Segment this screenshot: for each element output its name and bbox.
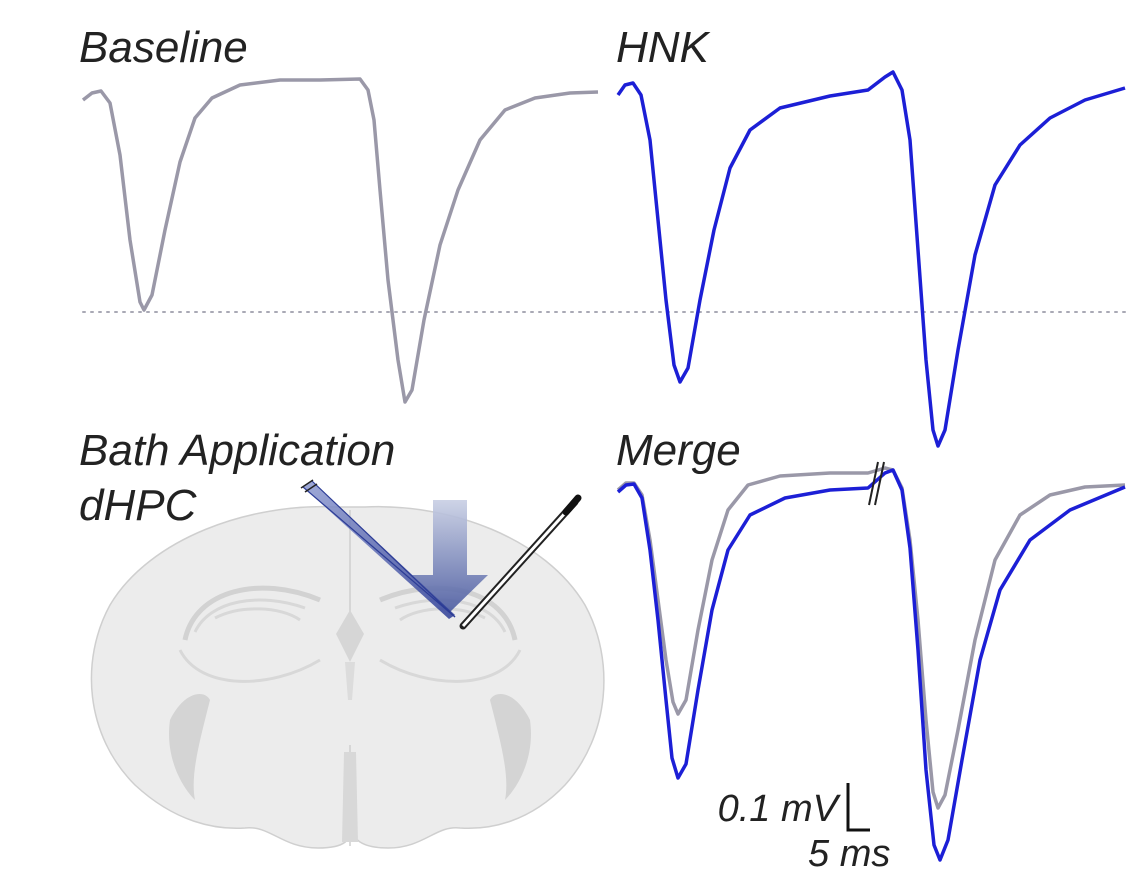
break-marks <box>868 461 885 506</box>
scale-bar-voltage-label: 0.1 mV <box>717 788 838 830</box>
baseline-trace <box>81 77 599 404</box>
scale-bar-time-label: 5 ms <box>808 833 891 875</box>
hnk-title: HNK <box>616 23 709 72</box>
merge-title: Merge <box>616 426 741 475</box>
merge-baseline-trace <box>616 466 1126 810</box>
recording-electrode-icon <box>459 494 582 630</box>
bath-application-title: Bath Application <box>79 426 396 475</box>
dhpc-title: dHPC <box>79 481 197 530</box>
bath-application-arrow-icon <box>412 500 488 612</box>
scale-bar <box>846 783 870 832</box>
merge-hnk-trace <box>616 468 1126 862</box>
coronal-brain-slice-icon <box>90 505 605 849</box>
hnk-trace <box>616 70 1126 448</box>
stimulating-pipette-icon <box>300 479 456 619</box>
baseline-title: Baseline <box>79 23 248 72</box>
